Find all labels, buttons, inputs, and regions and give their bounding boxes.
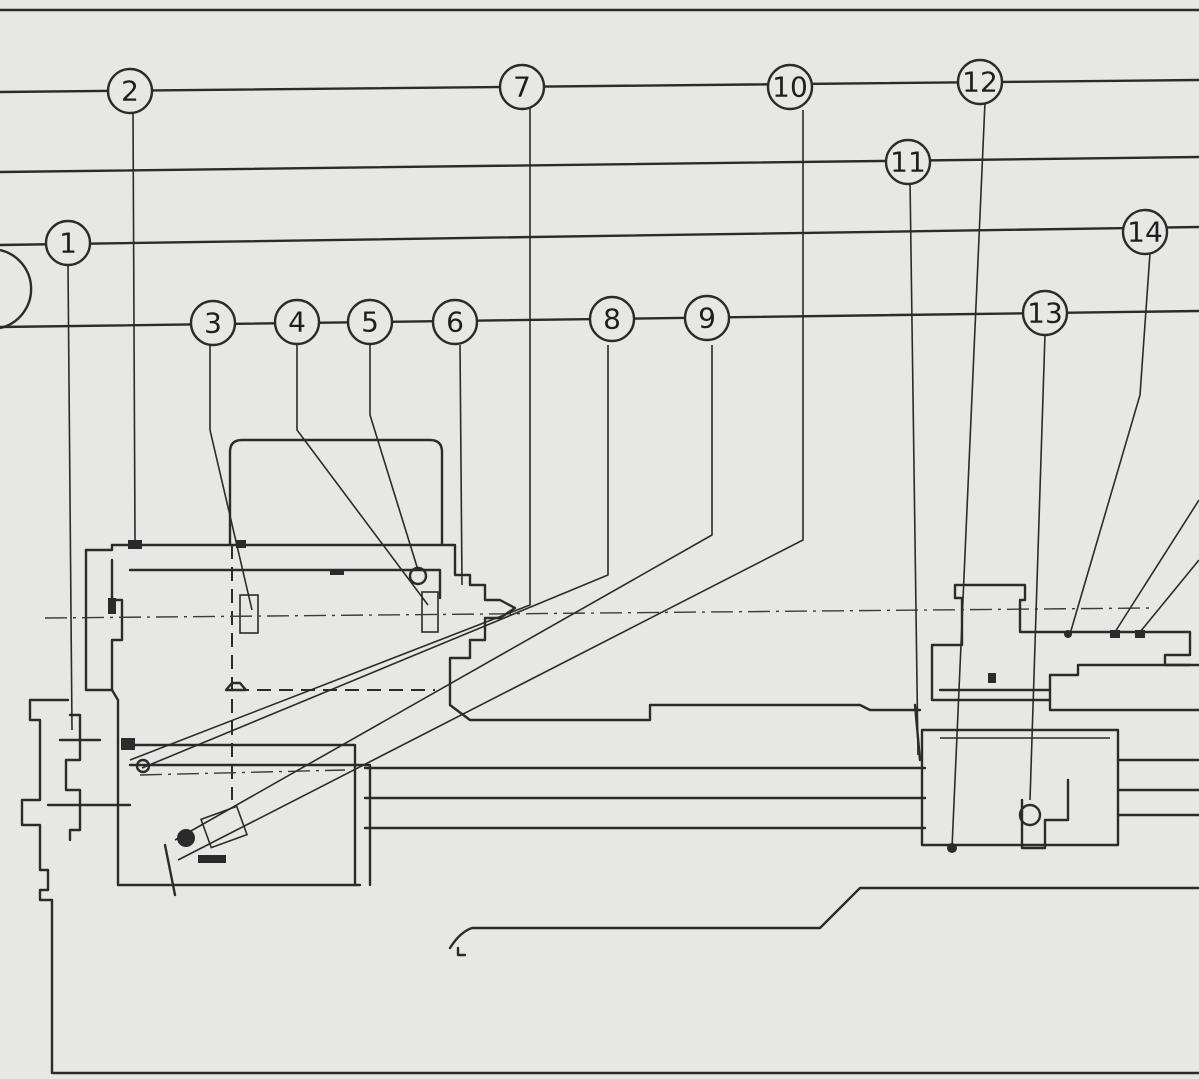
callout-12: 12 [956,58,1004,106]
edge-circle-fragment [0,248,33,330]
callout-3: 3 [189,299,237,347]
callout-13: 13 [1021,289,1069,337]
callout-14-label: 14 [1127,216,1163,249]
bed-base [20,698,1199,1075]
callout-6: 6 [431,298,479,346]
callout-10: 10 [766,63,814,111]
callout-8-label: 8 [603,303,621,336]
callout-7-label: 7 [513,71,531,104]
callout-12-label: 12 [962,66,998,99]
callout-9-label: 9 [698,302,716,335]
callout-8: 8 [588,295,636,343]
callout-13-label: 13 [1027,297,1063,330]
callout-6-label: 6 [446,306,464,339]
callout-10-label: 10 [772,71,808,104]
callout-14: 14 [1121,208,1169,256]
spindle-axis [44,607,1151,619]
callout-9: 9 [683,294,731,342]
headstock [84,438,922,887]
gearbox [121,738,372,897]
callout-2-label: 2 [121,75,139,108]
callout-7: 7 [498,63,546,111]
callout-3-label: 3 [204,307,222,340]
callout-2: 2 [106,67,154,115]
callout-4-label: 4 [288,306,306,339]
callout-1-label: 1 [59,227,77,260]
callout-4: 4 [273,298,321,346]
callout-1: 1 [44,219,92,267]
callout-5: 5 [346,298,394,346]
leader-lines [67,101,1199,861]
callout-11-label: 11 [890,146,926,179]
leader-rails [0,8,1199,329]
callout-11: 11 [884,138,932,186]
callout-5-label: 5 [361,306,379,339]
bed-ways [363,758,1199,830]
